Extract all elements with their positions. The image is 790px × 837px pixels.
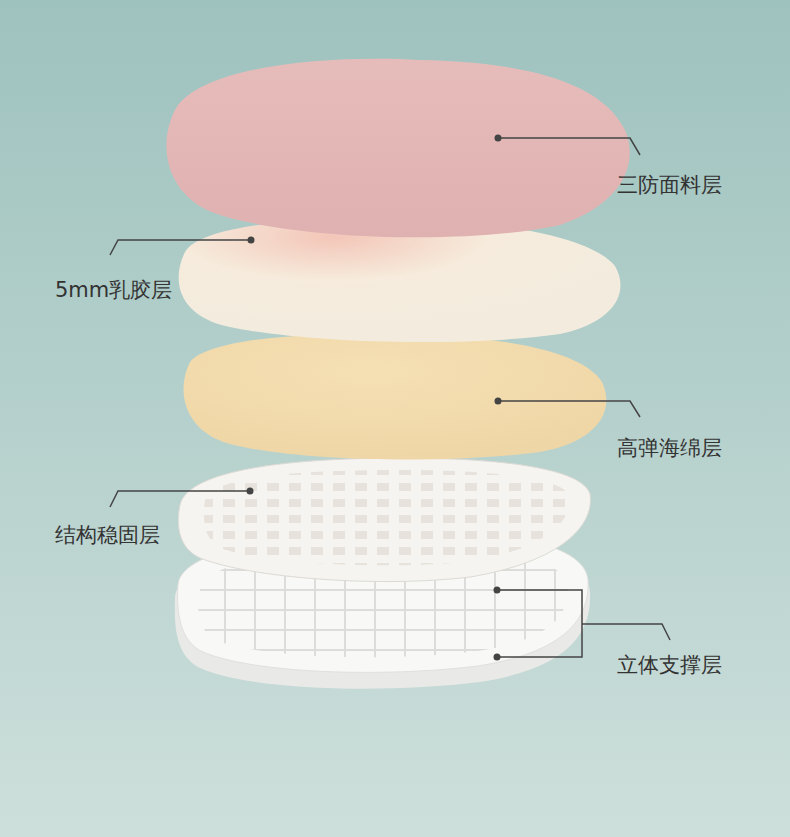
layer-label: 结构稳固层 [55,522,160,548]
leader-lines [110,138,670,657]
sponge-layer [183,334,606,460]
lattice-grid [204,470,570,565]
fabric-layer [166,59,629,238]
lattice-plate [178,458,590,582]
leader-dots [247,135,502,661]
layer-label: 高弹海绵层 [617,435,722,461]
layer-label: 三防面料层 [617,172,722,198]
layer-label: 立体支撑层 [617,652,722,678]
layer-label: 5mm乳胶层 [55,277,172,303]
